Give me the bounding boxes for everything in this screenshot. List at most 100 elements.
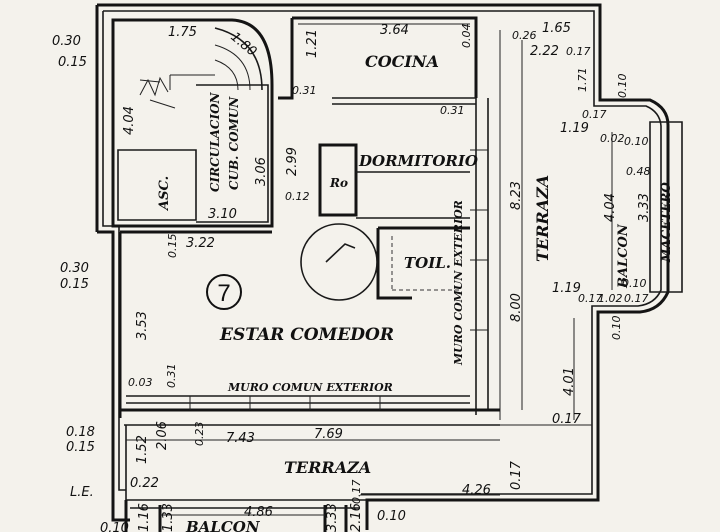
dim-031c: 0.31 — [165, 364, 178, 389]
dim-133: 1.33 — [161, 503, 176, 532]
dim-171: 1.71 — [576, 68, 589, 93]
dim-017g: 0.17 — [350, 480, 363, 505]
dim-010f: 0.10 — [377, 509, 406, 524]
dim-322: 3.22 — [186, 236, 215, 251]
dim-017e: 0.17 — [552, 412, 582, 427]
label-cocina: COCINA — [365, 52, 439, 71]
bottom-terrace — [124, 424, 592, 532]
muro-v-ticks — [470, 149, 488, 331]
dim-010b: 0.10 — [616, 74, 629, 99]
dim-022: 0.22 — [130, 476, 159, 491]
dim-015b: 0.15 — [60, 277, 89, 292]
dim-026: 0.26 — [512, 29, 537, 42]
muro-comun-vertical — [470, 30, 501, 420]
dim-119a: 1.19 — [560, 121, 589, 136]
dim-353: 3.53 — [135, 311, 150, 340]
balcon-bottom-walls — [124, 500, 348, 532]
label-terraza-right: TERRAZA — [533, 175, 552, 262]
dimensions: 0.30 0.15 0.30 0.15 0.18 0.15 L.E. 0.10 … — [52, 21, 651, 532]
dim-015d: 0.15 — [166, 234, 179, 259]
dim-048: 0.48 — [626, 165, 651, 178]
dim-015c: 0.15 — [66, 440, 95, 455]
dim-017f: 0.17 — [509, 460, 524, 490]
dim-116: 1.16 — [137, 503, 152, 532]
kitchen-walls — [278, 16, 478, 100]
dim-404a: 4.04 — [122, 106, 137, 135]
dim-010e: 0.10 — [610, 316, 623, 341]
dormitorio-line — [356, 171, 470, 219]
dim-800: 8.00 — [509, 293, 524, 322]
dim-119b: 1.19 — [552, 281, 581, 296]
unit-number-circle — [206, 274, 242, 310]
dim-121: 1.21 — [305, 29, 320, 58]
outer-wall-inner-line — [103, 10, 662, 495]
toilet-walls — [376, 226, 470, 300]
dim-404b: 4.04 — [603, 193, 618, 222]
label-cub-comun: CUB. COMUN — [227, 96, 241, 190]
dim-769: 7.69 — [314, 427, 343, 442]
label-balcon-right: BALCON — [616, 223, 631, 289]
core — [111, 18, 274, 228]
right-dim-lines — [126, 40, 613, 516]
dim-306: 3.06 — [254, 157, 269, 186]
dim-017d: 0.17 — [624, 292, 649, 305]
kitchen — [278, 16, 478, 105]
elevator-shaft — [117, 149, 197, 221]
label-asc: ASC. — [157, 176, 172, 212]
dim-310: 3.10 — [208, 207, 237, 222]
dim-206: 2.06 — [155, 421, 170, 450]
living-bottom-inner — [126, 395, 470, 404]
dormitorio-walls — [318, 143, 358, 217]
dim-023: 0.23 — [193, 422, 206, 447]
dim-426: 4.26 — [462, 483, 491, 498]
label-terraza-bottom: TERRAZA — [284, 458, 371, 477]
dim-017b: 0.17 — [582, 108, 607, 121]
dim-102b: 1.02 — [598, 292, 623, 305]
dim-030b: 0.30 — [60, 261, 89, 276]
dim-003: 0.03 — [128, 376, 153, 389]
label-muro-h: MURO COMUN EXTERIOR — [227, 381, 393, 394]
dim-031b: 0.31 — [440, 104, 465, 117]
dim-823: 8.23 — [509, 181, 524, 210]
dim-030a: 0.30 — [52, 34, 81, 49]
dim-401: 4.01 — [562, 367, 577, 396]
dim-010a: 0.10 — [100, 521, 129, 532]
dim-010c: 0.10 — [624, 135, 649, 148]
dim-175: 1.75 — [168, 25, 197, 40]
dim-222: 2.22 — [530, 44, 559, 59]
core-stair-curve-3 — [214, 59, 239, 91]
window-marks — [189, 396, 381, 410]
label-circulacion: CIRCULACION — [208, 91, 222, 192]
dim-333a: 3.33 — [637, 193, 652, 222]
dim-299: 2.99 — [285, 147, 300, 176]
dim-216: 2.16 — [349, 503, 364, 532]
label-balcon-bottom: BALCON — [185, 518, 261, 532]
toilet-inner — [391, 236, 460, 291]
dim-364: 3.64 — [380, 23, 409, 38]
living-area — [118, 230, 500, 426]
dim-102a: 0.02 — [600, 132, 625, 145]
dim-333b: 3.33 — [325, 503, 340, 532]
core-stair-line — [139, 74, 215, 109]
core-stair-curve-2 — [214, 44, 251, 91]
dim-486: 4.86 — [244, 505, 273, 520]
dim-017c: 0.17 — [578, 292, 603, 305]
outer-walls — [95, 3, 683, 530]
label-dormitorio: DORMITORIO — [358, 152, 478, 170]
dim-165: 1.65 — [542, 21, 571, 36]
dim-031a: 0.31 — [292, 84, 317, 97]
core-outline — [111, 18, 274, 228]
dim-012: 0.12 — [285, 190, 310, 203]
dim-015a: 0.15 — [58, 55, 87, 70]
dim-018: 0.18 — [66, 425, 95, 440]
label-muro-v: MURO COMUN EXTERIOR — [452, 200, 465, 366]
outer-wall-left — [95, 5, 130, 522]
table-mark — [325, 243, 356, 263]
unit-number: 7 — [217, 280, 230, 307]
circulation-corridor — [196, 84, 269, 223]
core-zigzag — [139, 76, 169, 97]
dim-152: 1.52 — [135, 435, 150, 464]
dim-le: L.E. — [70, 485, 94, 500]
label-ro: Ro — [329, 176, 348, 190]
